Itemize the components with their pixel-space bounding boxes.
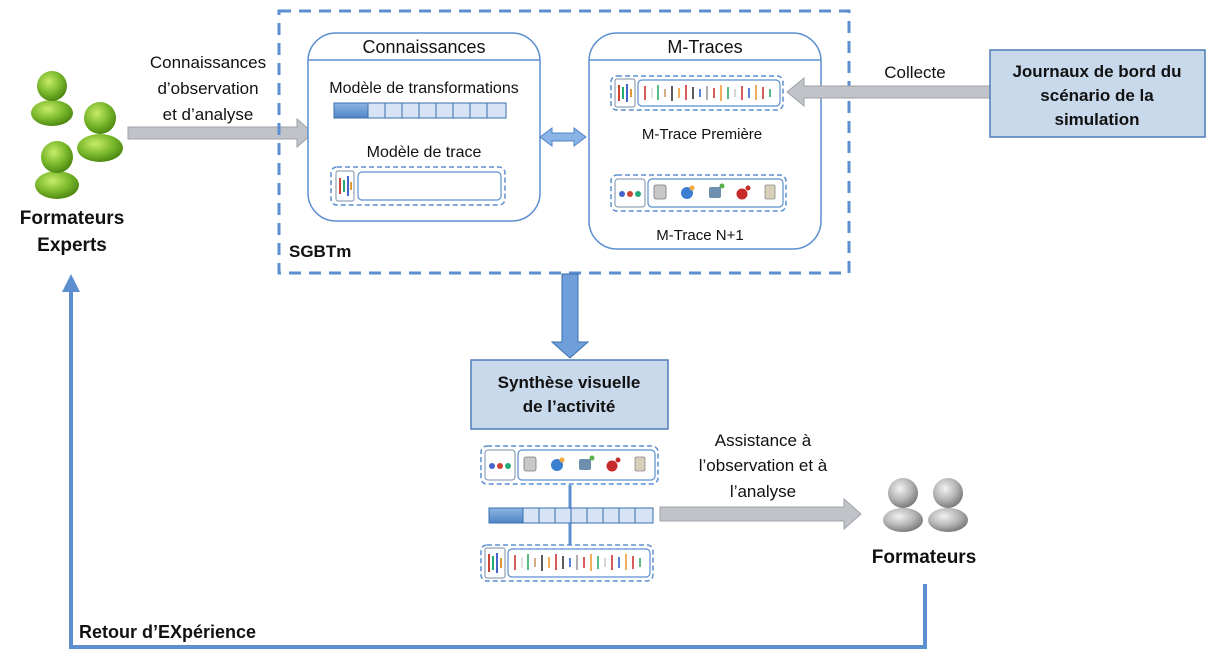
mtrace-premiere-widget (610, 75, 784, 111)
assistance-text-line2: l’observation et à (699, 456, 828, 475)
rex-label: Retour d’EXpérience (79, 622, 256, 642)
collecte-arrow (786, 76, 991, 108)
synthese-mtrace-n1-widget (480, 445, 659, 485)
synthese-transformations-bar (488, 507, 654, 524)
knowledge-text-line3: et d’analyse (163, 105, 254, 124)
assistance-arrow (659, 497, 862, 531)
formateurs-icon (883, 478, 968, 532)
rex-feedback-line (69, 290, 927, 649)
collecte-label: Collecte (884, 63, 945, 82)
assistance-text-line1: Assistance à (715, 431, 812, 450)
mtraces-title: M-Traces (667, 37, 742, 57)
mtrace-n1-widget (610, 174, 787, 212)
connaissances-title: Connaissances (362, 37, 485, 57)
experts-label-line2: Experts (37, 235, 107, 256)
sgbtm-container (277, 9, 851, 275)
knowledge-arrow (127, 117, 314, 149)
transformations-model-bar (333, 102, 507, 119)
journaux-text-line1: Journaux de bord du (1012, 62, 1181, 81)
synthese-mtrace-premiere-widget (480, 544, 654, 582)
knowledge-text-line1: Connaissances (150, 53, 266, 72)
synthese-box (470, 359, 669, 430)
rex-arrowhead (62, 274, 80, 292)
transformations-model-label: Modèle de transformations (329, 80, 518, 97)
formateurs-label: Formateurs (872, 547, 977, 568)
experts-icon (31, 71, 123, 199)
mtrace-premiere-label: M-Trace Première (642, 126, 762, 143)
journaux-text-line2: scénario de la (1040, 86, 1154, 105)
trace-model-label: Modèle de trace (367, 144, 482, 161)
sync-double-arrow (539, 127, 587, 147)
synthese-text-line1: Synthèse visuelle (498, 373, 641, 392)
trace-model-widget (330, 166, 506, 206)
synthese-text-line2: de l’activité (523, 397, 616, 416)
synthese-down-arrow (550, 273, 590, 359)
knowledge-text-line2: d’observation (157, 79, 258, 98)
journaux-box (989, 49, 1206, 138)
mtrace-n1-label: M-Trace N+1 (656, 227, 743, 244)
assistance-text-line3: l’analyse (730, 482, 796, 501)
sgbtm-label: SGBTm (289, 242, 351, 261)
journaux-text-line3: simulation (1054, 110, 1139, 129)
experts-label-line1: Formateurs (20, 208, 125, 229)
